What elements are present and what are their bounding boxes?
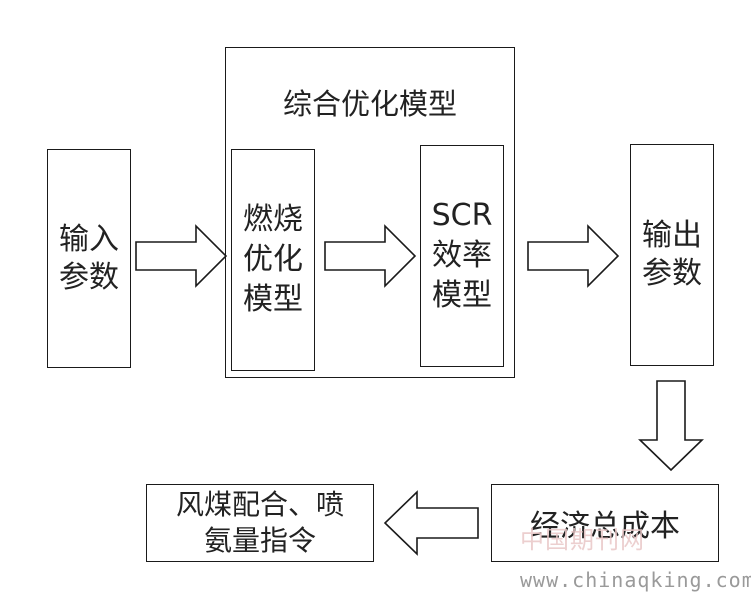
scr-efficiency-model-box [420, 145, 504, 367]
combined-optimization-model-title: 综合优化模型 [282, 87, 457, 121]
arrow-cost-to-command [383, 490, 479, 556]
watermark-chinese: 中国期刊网 [520, 526, 645, 554]
economic-total-cost-label: 经济总成本 [530, 509, 680, 544]
output-params-box [630, 144, 714, 366]
command-label: 风煤配合、喷 氨量指令 [175, 488, 344, 557]
combustion-optimization-model-label: 燃烧 优化 模型 [243, 202, 303, 317]
arrow-combustion-to-scr [324, 224, 417, 288]
economic-total-cost-box [491, 484, 719, 562]
combustion-optimization-model-box [231, 149, 315, 371]
watermark-url: www.chinaqking.com [520, 568, 751, 592]
arrow-output-to-cost [638, 380, 704, 472]
scr-efficiency-model-label: SCR 效率 模型 [431, 198, 493, 313]
input-params-label: 输入 参数 [59, 221, 119, 295]
arrow-scr-to-output [527, 224, 620, 288]
input-params-box [47, 149, 131, 368]
output-params-label: 输出 参数 [642, 218, 702, 291]
arrow-input-to-combustion [135, 224, 228, 288]
command-box [146, 484, 374, 562]
